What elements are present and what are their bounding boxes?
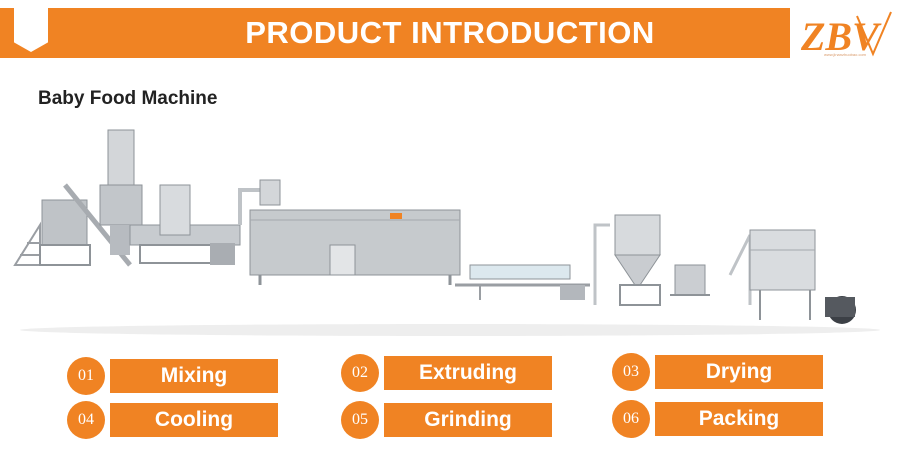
brand-logo: ZBV: [795, 6, 895, 64]
step-number: 06: [612, 400, 650, 438]
step-number: 03: [612, 353, 650, 391]
step-label: Drying: [655, 355, 823, 389]
step-label: Mixing: [110, 359, 278, 393]
logo-caption: www.jinanzhuobao.com: [823, 52, 867, 57]
step-label: Grinding: [384, 403, 552, 437]
step-number: 04: [67, 401, 105, 439]
step-number: 02: [341, 354, 379, 392]
header-tab-marker: [14, 8, 48, 52]
grinder-unit: [593, 214, 710, 306]
machine-name: Baby Food Machine: [38, 88, 218, 109]
packing-unit: [728, 229, 856, 324]
page-title: PRODUCT INTRODUCTION: [245, 15, 655, 50]
step-label: Extruding: [384, 356, 552, 390]
cooling-conveyor: [455, 264, 590, 300]
dryer-unit: [249, 209, 461, 285]
logo-text: ZBV: [800, 14, 882, 59]
mixer-unit: [13, 183, 132, 267]
header-banner: [0, 8, 790, 58]
step-label: Packing: [655, 402, 823, 436]
step-number: 05: [341, 401, 379, 439]
step-number: 01: [67, 357, 105, 395]
extruder-unit: [99, 129, 241, 265]
step-label: Cooling: [110, 403, 278, 437]
production-line-image: [13, 129, 880, 336]
